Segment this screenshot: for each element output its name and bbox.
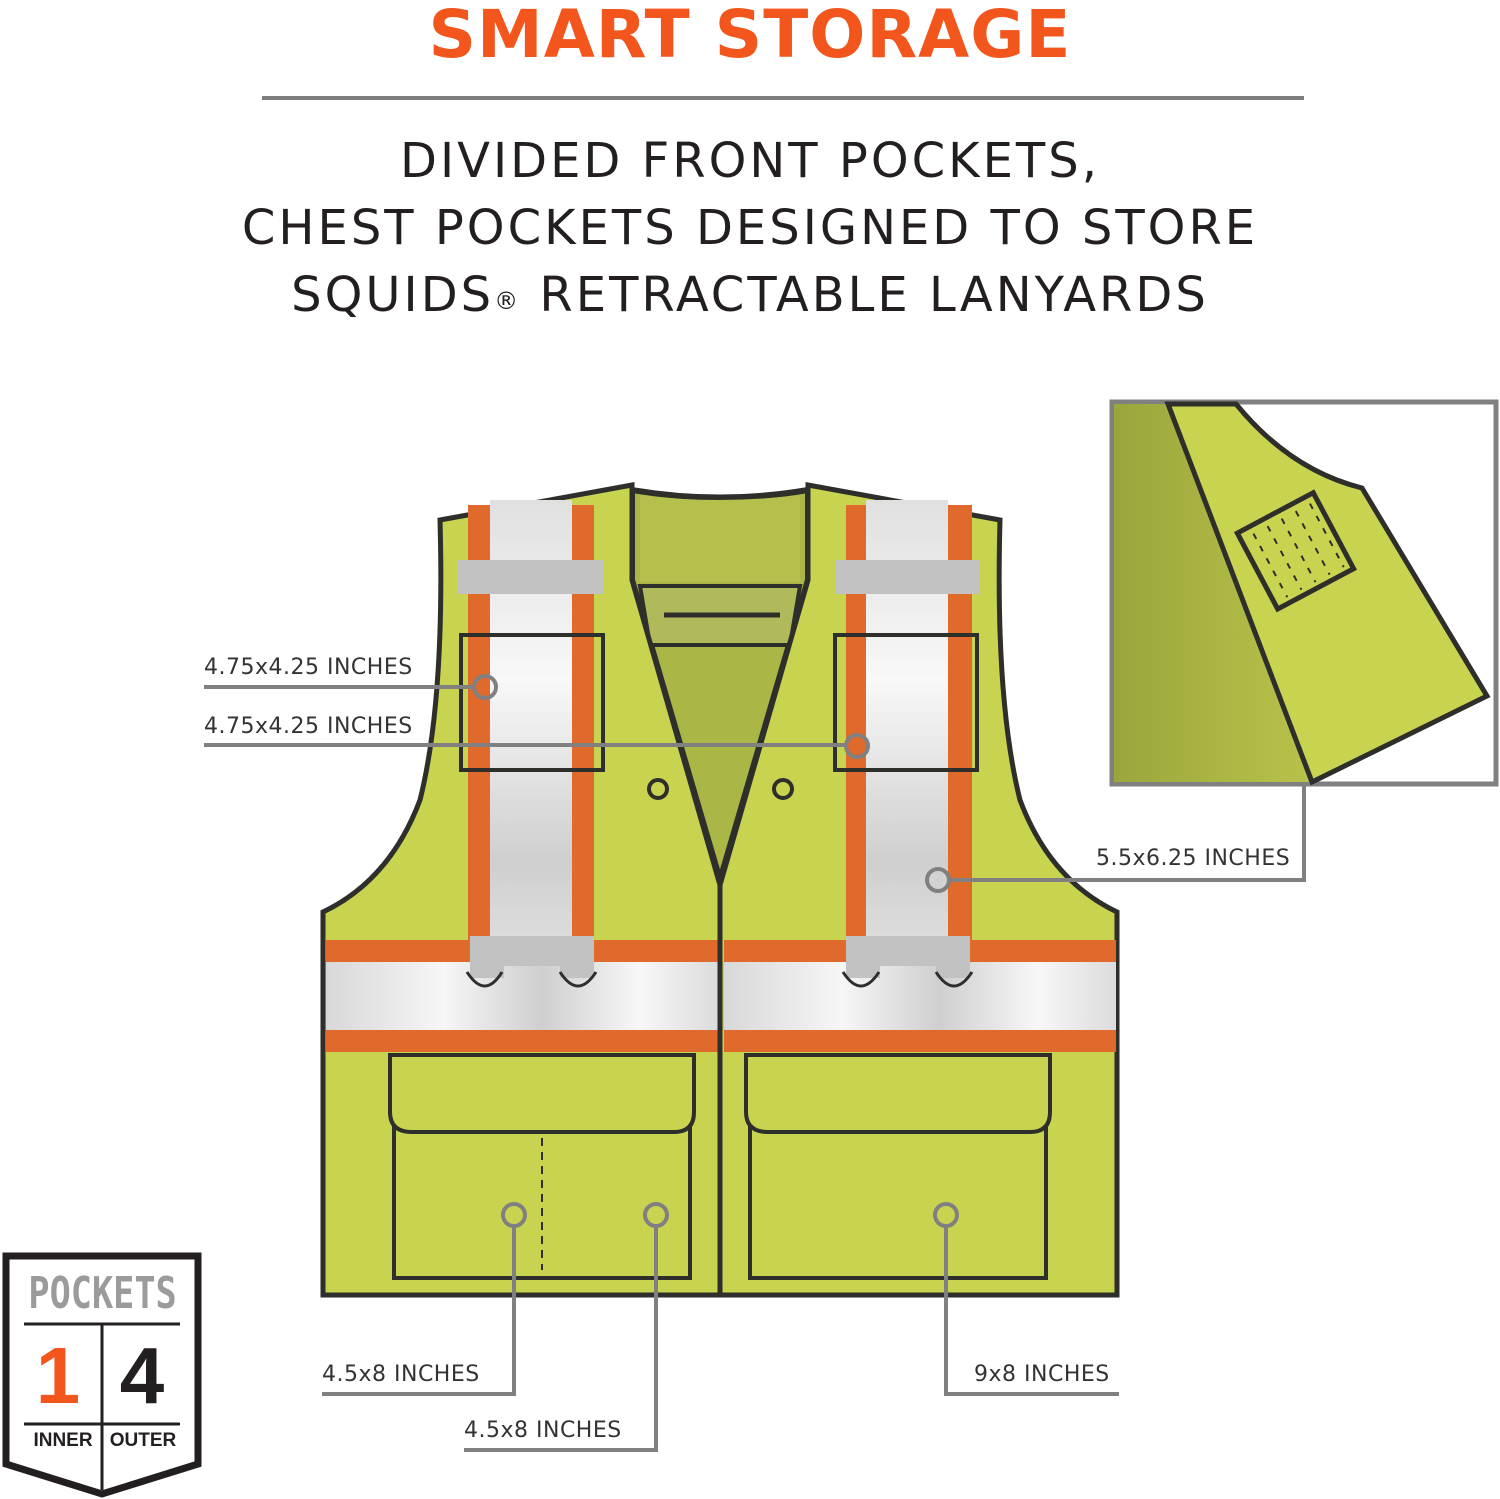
subtitle-line-1: DIVIDED FRONT POCKETS, [400,133,1100,189]
squids-brand: SQUIDS [291,267,495,323]
callout-lower-right-pocket: 9x8 INCHES [974,1362,1110,1387]
registered-mark: ® [494,287,522,315]
badge-outer-label: OUTER [109,1430,177,1451]
subtitle-line-2: CHEST POCKETS DESIGNED TO STORE [241,200,1259,256]
lower-right-pocket [744,1053,1052,1280]
left-vertical-reflective-stripe [458,500,604,950]
inner-pocket-inset [1109,399,1499,787]
subtitle-line-3-rest: RETRACTABLE LANYARDS [539,267,1209,323]
badge-outer-count: 4 [119,1331,165,1420]
callout-chest-pocket-left: 4.75x4.25 INCHES [204,655,413,680]
callout-lines [204,674,1306,1452]
callout-inner-pocket: 5.5x6.25 INCHES [1096,846,1291,871]
pockets-badge [2,1252,202,1498]
callout-lower-divided-right: 4.5x8 INCHES [464,1418,622,1443]
left-snap [647,778,669,800]
right-snap [772,778,794,800]
left-chest-pocket [459,633,605,772]
right-vertical-reflective-stripe [836,500,980,950]
right-chest-pocket [833,633,979,772]
title-divider [262,96,1304,100]
page-title: SMART STORAGE [428,0,1072,73]
badge-heading: POCKETS [28,1268,177,1319]
badge-inner-label: INNER [33,1430,93,1451]
callout-chest-pocket-right: 4.75x4.25 INCHES [204,714,413,739]
horizontal-reflective-band [326,936,1116,1295]
subtitle-line-3: SQUIDS® RETRACTABLE LANYARDS [0,262,1500,329]
callout-lower-divided-left: 4.5x8 INCHES [322,1362,480,1387]
lower-left-pocket [388,1053,696,1280]
badge-inner-count: 1 [35,1331,81,1420]
